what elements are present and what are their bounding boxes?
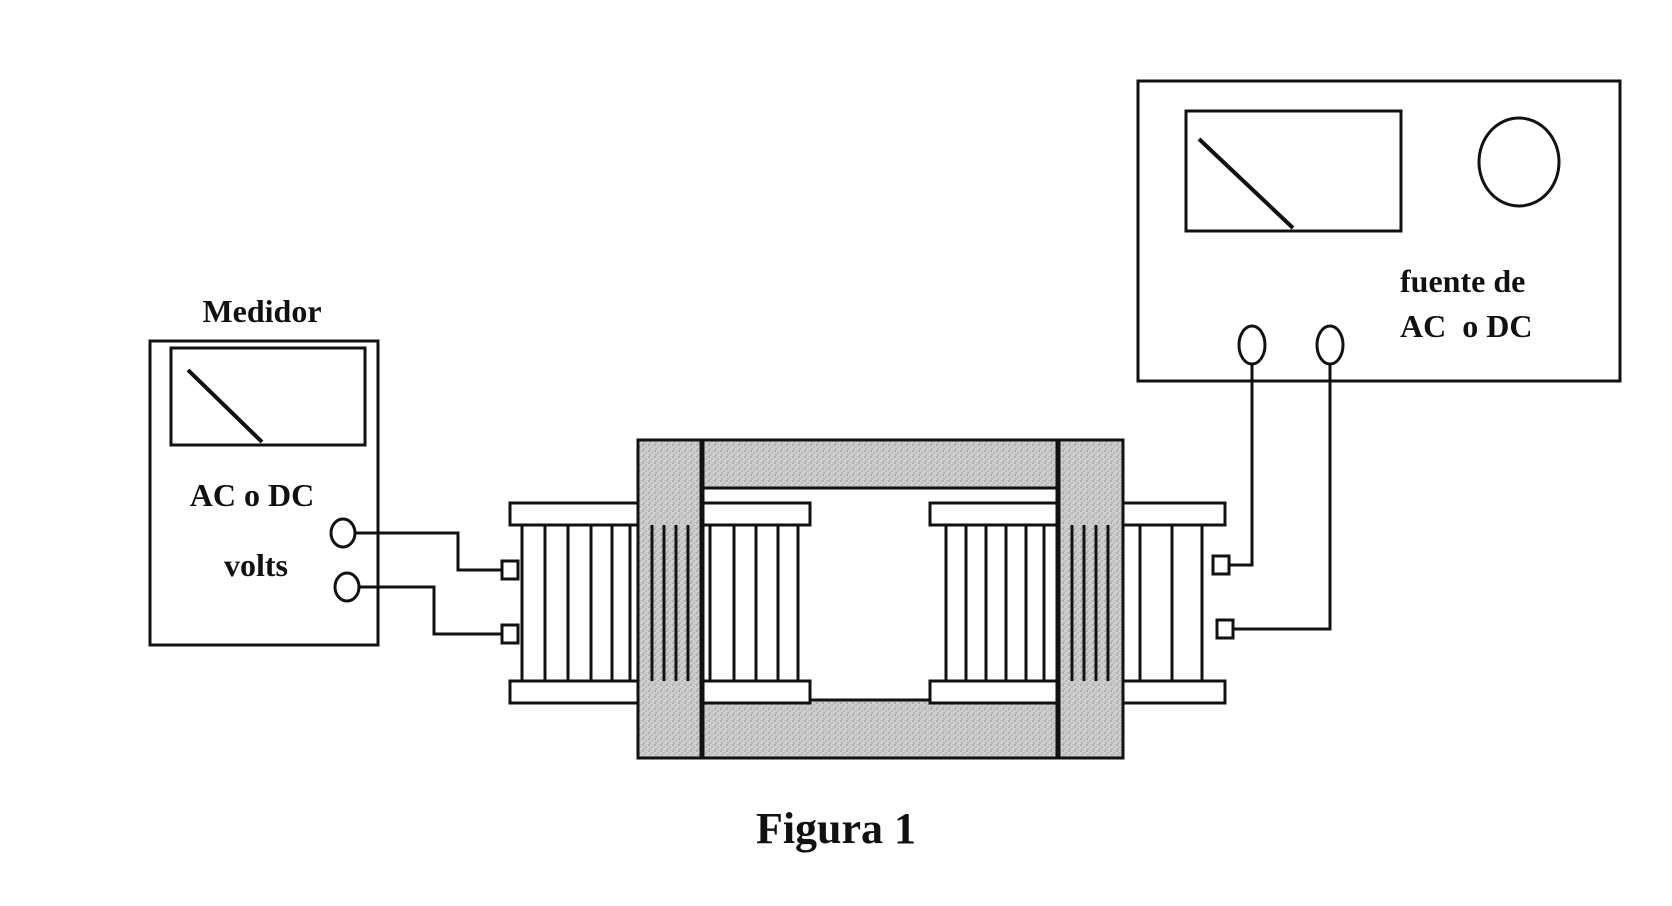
right-coil-terminal-top[interactable]	[1211, 554, 1231, 576]
meter-unit-label: volts	[224, 547, 288, 583]
meter-case	[148, 339, 380, 647]
source-display-window	[1184, 109, 1403, 233]
left-coil-terminal-bottom[interactable]	[500, 623, 520, 645]
right-coil-window-flange-top	[928, 501, 1060, 527]
core-seams	[699, 440, 1061, 758]
right-coil-window-flange-bottom	[928, 679, 1060, 705]
wire-meter-top	[355, 531, 502, 572]
transformer	[500, 438, 1235, 760]
left-coil-window-flange-top	[700, 501, 812, 527]
source-label-line1: fuente de	[1400, 263, 1525, 299]
left-leg-winding-band	[650, 525, 690, 681]
wires	[355, 364, 1332, 636]
wire-meter-bottom	[359, 585, 502, 636]
source-terminal-left[interactable]	[1237, 324, 1267, 366]
meter-terminal-top[interactable]	[329, 517, 357, 549]
source-case	[1136, 79, 1622, 383]
iron-core	[636, 438, 1125, 760]
source-adjust-knob[interactable]	[1477, 116, 1561, 208]
meter-mode-label: AC o DC	[190, 477, 314, 513]
left-coil-window-flange-bottom	[700, 679, 812, 705]
meter-terminal-bottom[interactable]	[333, 571, 361, 603]
right-leg-winding-band	[1070, 525, 1110, 681]
window-windings	[708, 525, 1046, 681]
source-terminal-right[interactable]	[1315, 324, 1345, 366]
power-source: fuente de AC o DC	[1136, 79, 1622, 383]
meter: Medidor AC o DC volts	[148, 293, 380, 647]
right-coil-terminal-bottom[interactable]	[1215, 618, 1235, 640]
source-needle	[1197, 137, 1295, 230]
wire-source-right	[1233, 364, 1332, 631]
meter-title: Medidor	[202, 293, 321, 329]
meter-display-window	[169, 346, 367, 447]
source-label-line2: AC o DC	[1400, 308, 1532, 344]
wire-source-left	[1229, 364, 1254, 567]
meter-needle	[186, 368, 264, 444]
figure-caption: Figura 1	[756, 804, 916, 853]
left-coil-terminal-top[interactable]	[500, 559, 520, 581]
